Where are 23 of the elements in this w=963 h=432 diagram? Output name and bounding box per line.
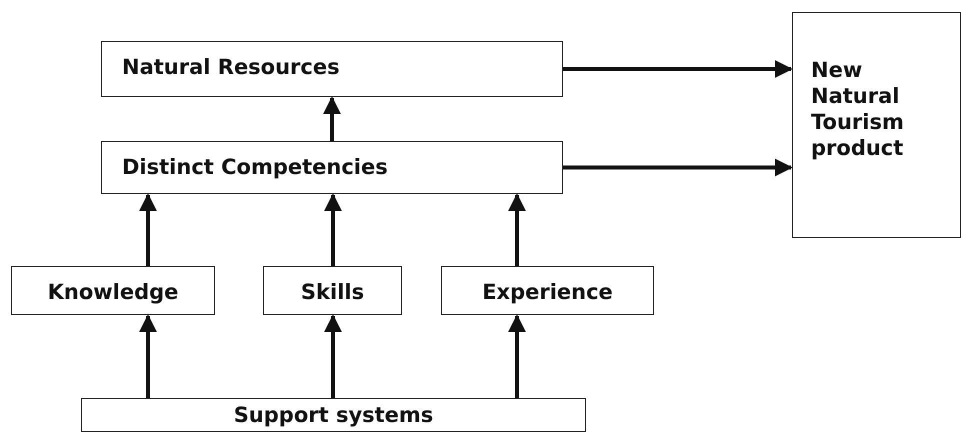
box-label: Distinct Competencies bbox=[122, 154, 389, 180]
box-label: Support systems bbox=[232, 402, 434, 428]
process-box bbox=[441, 266, 654, 315]
arrow bbox=[324, 193, 342, 266]
process-box bbox=[263, 266, 402, 315]
arrow bbox=[139, 193, 157, 266]
process-box bbox=[81, 398, 586, 432]
arrow bbox=[508, 314, 526, 398]
process-box bbox=[101, 41, 563, 97]
arrow bbox=[563, 60, 793, 78]
process-box bbox=[792, 12, 961, 238]
box-label: Natural Resources bbox=[122, 54, 341, 80]
process-box bbox=[101, 141, 563, 194]
arrow bbox=[563, 158, 793, 176]
arrow bbox=[324, 314, 342, 398]
box-label: Experience bbox=[481, 279, 614, 305]
arrow bbox=[508, 193, 526, 266]
arrow bbox=[323, 96, 341, 141]
arrow bbox=[139, 314, 157, 398]
box-label: Knowledge bbox=[46, 279, 180, 305]
box-label: Skills bbox=[300, 279, 366, 305]
box-label: New Natural Tourism product bbox=[811, 57, 905, 161]
process-box bbox=[11, 266, 215, 315]
